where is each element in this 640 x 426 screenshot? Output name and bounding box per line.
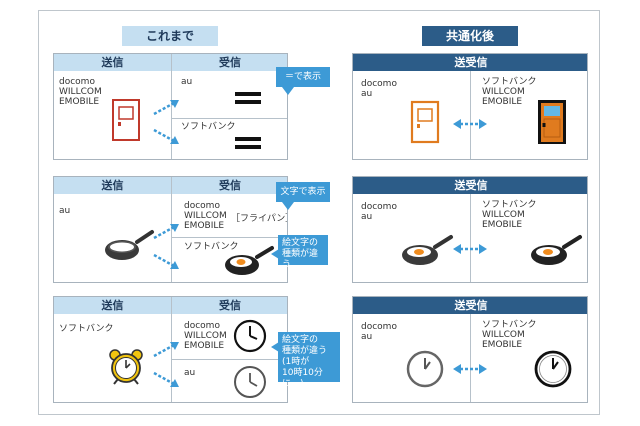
sender-docomo: docomo	[59, 77, 95, 87]
receiver-emobile: EMOBILE	[184, 221, 225, 231]
sender-willcom: WILLCOM	[59, 87, 102, 97]
receiver-emobile: EMOBILE	[184, 341, 225, 351]
dotted-arrow-icon	[153, 100, 179, 116]
send-receive-label: 送受信	[353, 297, 587, 314]
send-label: 送信	[54, 54, 171, 71]
sender-softbank: ソフトバンク	[59, 324, 114, 334]
party-softbank: ソフトバンク	[482, 320, 537, 330]
send-label: 送信	[54, 177, 171, 194]
party-softbank: ソフトバンク	[482, 77, 537, 87]
send-receive-label: 送受信	[353, 54, 587, 71]
dotted-arrow-icon	[153, 224, 179, 240]
dotted-arrow-icon	[453, 244, 487, 254]
party-emobile: EMOBILE	[482, 97, 523, 107]
dotted-arrow-icon	[453, 364, 487, 374]
receive-label: 受信	[171, 177, 287, 194]
callout-different: 絵文字の 種類が違う	[271, 235, 328, 270]
clock-icon	[534, 350, 572, 388]
receiver-softbank: ソフトバンク	[181, 122, 236, 132]
receiver-docomo: docomo	[184, 321, 220, 331]
party-softbank: ソフトバンク	[482, 200, 537, 210]
door-icon	[410, 100, 440, 144]
dotted-arrow-icon	[153, 342, 179, 358]
before-panel-clock: 送信 受信 ソフトバンク docomo WILLCOM EMOBILE au	[53, 296, 288, 403]
party-docomo: docomo	[361, 79, 397, 89]
party-willcom: WILLCOM	[482, 330, 525, 340]
dotted-arrow-icon	[153, 253, 179, 269]
party-au: au	[361, 212, 373, 222]
party-docomo: docomo	[361, 322, 397, 332]
receiver-willcom: WILLCOM	[184, 331, 227, 341]
after-panel-clock: 送受信 docomo au ソフトバンク WILLCOM EMOBILE	[352, 296, 588, 403]
before-panel-pan: 送信 受信 au docomo WILLCOM EMOBILE ［フライパン］ …	[53, 176, 288, 283]
door-icon	[112, 99, 140, 141]
fry-text: ［フライパン］	[231, 214, 288, 224]
clock-icon	[406, 350, 444, 388]
before-header: これまで	[122, 26, 218, 46]
before-panel-door: 送信 受信 docomo WILLCOM EMOBILE au ソフトバンク	[53, 53, 288, 160]
after-panel-pan: 送受信 docomo au ソフトバンク WILLCOM EMOBILE	[352, 176, 588, 283]
send-label: 送信	[54, 297, 171, 314]
dotted-arrow-icon	[153, 128, 179, 144]
party-emobile: EMOBILE	[482, 220, 523, 230]
callout-text: 文字で表示	[276, 182, 330, 210]
party-docomo: docomo	[361, 202, 397, 212]
receiver-softbank: ソフトバンク	[184, 242, 239, 252]
dotted-arrow-icon	[453, 119, 487, 129]
clock-icon	[233, 319, 267, 353]
party-willcom: WILLCOM	[482, 87, 525, 97]
sender-emobile: EMOBILE	[59, 97, 100, 107]
receiver-au: au	[184, 368, 196, 378]
party-au: au	[361, 332, 373, 342]
fried-egg-pan-icon	[402, 235, 453, 265]
receive-label: 受信	[171, 297, 287, 314]
fried-egg-pan-icon	[225, 246, 274, 275]
receive-label: 受信	[171, 54, 287, 71]
sender-au: au	[59, 206, 71, 216]
party-emobile: EMOBILE	[482, 340, 523, 350]
after-panel-door: 送受信 docomo au ソフトバンク WILLCOM EMOBILE	[352, 53, 588, 160]
callout-different-time: 絵文字の 種類が違う (1時が 10時10分に…)	[271, 332, 340, 389]
equal-sign-icon	[235, 92, 261, 104]
party-au: au	[361, 89, 373, 99]
receiver-au: au	[181, 77, 193, 87]
receiver-willcom: WILLCOM	[184, 211, 227, 221]
door-icon	[538, 100, 566, 144]
fried-egg-pan-icon	[531, 235, 582, 265]
alarm-clock-icon	[109, 349, 143, 385]
equal-sign-icon	[235, 137, 261, 149]
clock-icon	[234, 366, 266, 398]
callout-equal: ＝で表示	[276, 67, 330, 95]
receiver-docomo: docomo	[184, 201, 220, 211]
send-receive-label: 送受信	[353, 177, 587, 194]
frying-pan-icon	[105, 230, 154, 260]
dotted-arrow-icon	[153, 371, 179, 387]
party-willcom: WILLCOM	[482, 210, 525, 220]
after-header: 共通化後	[422, 26, 518, 46]
